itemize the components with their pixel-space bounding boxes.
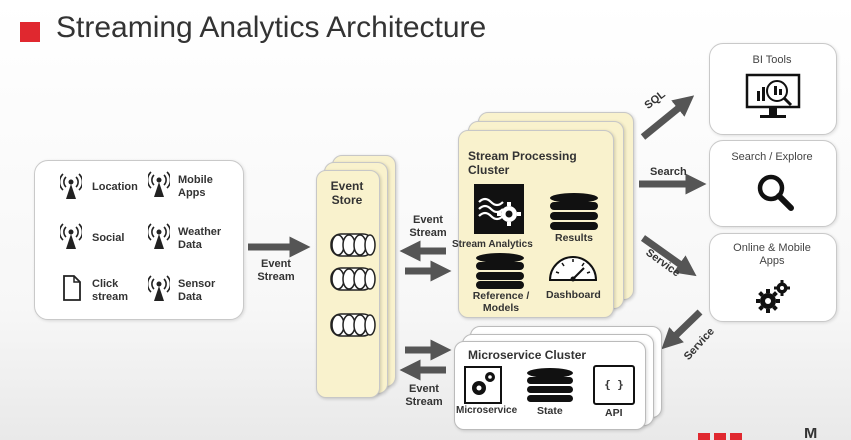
database-icon — [527, 368, 573, 402]
source-weather-data-label: Weather Data — [178, 226, 222, 251]
label-event-stream-microservice: Event Stream — [405, 383, 443, 408]
stream-analytics-label: Stream Analytics — [452, 239, 533, 250]
antenna-icon — [60, 223, 82, 249]
queue-icon — [330, 313, 376, 337]
event-queue-1 — [326, 232, 378, 258]
stream-analytics-icon — [474, 184, 524, 234]
magnifier-icon — [757, 174, 794, 211]
database-icon — [476, 253, 524, 289]
document-icon — [63, 275, 81, 301]
source-social — [60, 222, 82, 250]
state-db — [525, 367, 575, 403]
bi-monitor — [745, 73, 801, 121]
bi-monitor-icon — [745, 73, 801, 118]
source-location — [60, 172, 82, 200]
label-search: Search — [650, 166, 687, 178]
arrow-service-micro — [661, 309, 703, 350]
stream-analytics — [474, 184, 524, 234]
dashboard-label: Dashboard — [546, 289, 601, 301]
antenna-icon — [148, 223, 170, 249]
microservice-icon — [464, 366, 502, 404]
microservice-label: Microservice — [456, 405, 518, 416]
queue-icon — [330, 233, 376, 257]
search-explore-label: Search / Explore — [731, 151, 813, 163]
api-braces-icon: { } — [604, 378, 624, 391]
gauge-icon — [548, 256, 598, 282]
source-clickstream-label: Click stream — [92, 278, 129, 303]
source-social-label: Social — [92, 232, 125, 244]
source-mobile-apps-label: Mobile Apps — [178, 174, 213, 199]
title-accent-square — [20, 22, 40, 42]
dashboard — [546, 250, 600, 284]
reference-models-db — [474, 252, 526, 290]
reference-models-label: Reference / Models — [472, 290, 530, 315]
consumer-search-explore — [709, 140, 837, 227]
magnifier — [755, 172, 795, 212]
microservice-cluster-label: Microservice Cluster — [468, 348, 587, 362]
queue-icon — [330, 267, 376, 291]
footer-logo-bar-1 — [698, 433, 710, 440]
database-icon — [550, 193, 598, 230]
antenna-icon — [148, 171, 170, 197]
stream-processing-label: Stream Processing Cluster — [468, 149, 577, 177]
event-queue-2 — [326, 266, 378, 292]
gears — [756, 279, 792, 313]
event-store-label: Event Store — [330, 179, 364, 207]
arrow-sql — [640, 95, 695, 140]
footer-logo-bar-3 — [730, 433, 742, 440]
api-label: API — [605, 407, 623, 419]
gears-icon — [756, 280, 790, 313]
source-sensor-data — [148, 274, 170, 302]
antenna-icon — [60, 173, 82, 199]
api-icon: { } — [593, 365, 635, 405]
footer-logo-text: M — [804, 428, 818, 440]
source-mobile-apps — [148, 170, 170, 198]
footer-logo-bar-2 — [714, 433, 726, 440]
source-weather-data — [148, 222, 170, 250]
bi-tools-label: BI Tools — [752, 54, 792, 66]
arrow-service-online — [640, 235, 697, 277]
state-label: State — [537, 405, 563, 417]
source-sensor-data-label: Sensor Data — [178, 278, 216, 303]
antenna-icon — [148, 275, 170, 301]
source-location-label: Location — [92, 181, 138, 193]
online-mobile-apps-label: Online & Mobile Apps — [733, 242, 811, 268]
label-event-stream-sources: Event Stream — [257, 258, 295, 283]
source-clickstream — [62, 274, 82, 302]
event-queue-3 — [326, 312, 378, 338]
results-label: Results — [555, 232, 593, 244]
microservice — [464, 366, 502, 404]
label-event-stream-processing: Event Stream — [409, 214, 447, 239]
page-title: Streaming Analytics Architecture — [56, 11, 487, 44]
results-db — [548, 192, 600, 232]
